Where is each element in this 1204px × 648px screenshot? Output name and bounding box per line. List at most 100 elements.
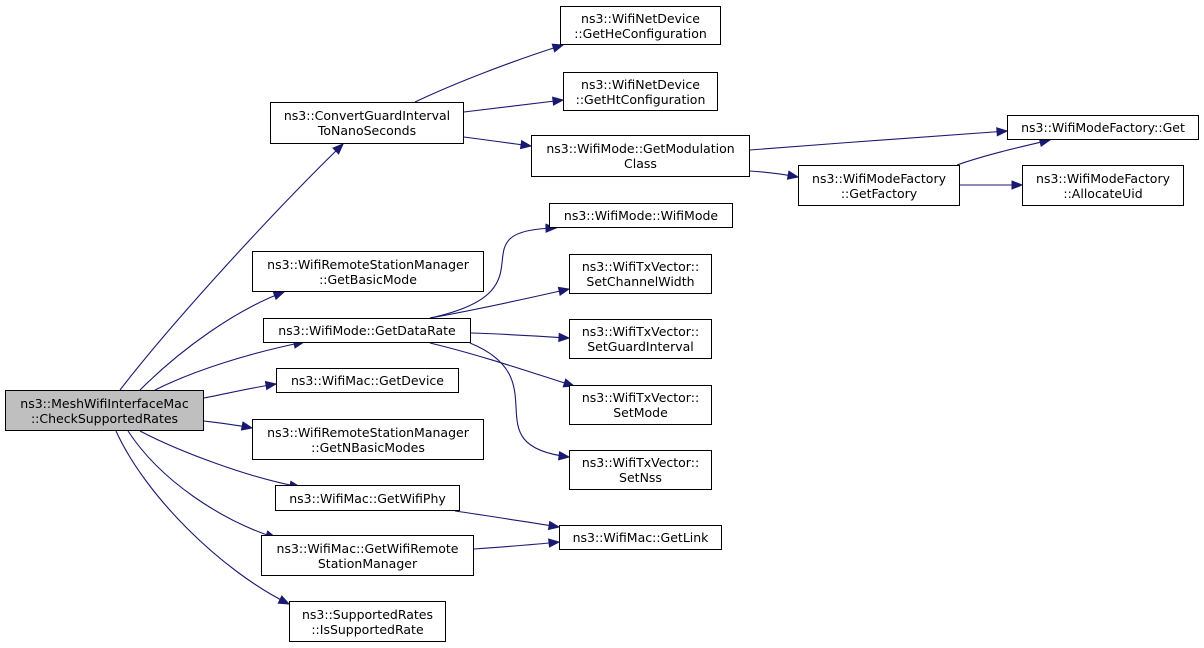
edge-root-to-get-n-basic-modes: [203, 420, 254, 431]
node-get-wifi-remote-station-manager[interactable]: ns3::WifiMac::GetWifiRemote StationManag…: [261, 535, 474, 576]
edge-line: [127, 430, 277, 539]
edge-arrowhead: [996, 127, 1009, 137]
edge-line: [154, 341, 305, 391]
edge-line: [454, 510, 560, 528]
node-label-line: ::AllocateUid: [1063, 185, 1143, 201]
node-label-line: ns3::ConvertGuardInterval: [283, 108, 451, 123]
edge-convert-guard-to-get-ht-config: [463, 96, 565, 113]
node-get-he-configuration[interactable]: ns3::WifiNetDevice ::GetHeConfiguration: [560, 6, 721, 45]
edge-get-factory-to-allocate-uid: [959, 180, 1024, 190]
node-label-line: ::CheckSupportedRates: [30, 410, 179, 426]
node-set-guard-interval[interactable]: ns3::WifiTxVector:: SetGuardInterval: [569, 319, 712, 359]
node-get-modulation-class[interactable]: ns3::WifiMode::GetModulation Class: [531, 135, 750, 177]
node-label-line: ns3::WifiModeFactory::Get: [1021, 120, 1185, 135]
edge-arrowhead: [332, 143, 344, 155]
node-label-line: ns3::WifiMode::WifiMode: [563, 208, 719, 223]
node-label-line: ns3::SupportedRates: [301, 606, 434, 622]
node-label-line: ::IsSupportedRate: [311, 621, 424, 637]
edge-line: [139, 430, 301, 488]
node-get-basic-mode[interactable]: ns3::WifiRemoteStationManager ::GetBasic…: [252, 251, 484, 292]
edge-arrowhead: [558, 451, 571, 461]
edge-line: [119, 143, 344, 391]
edge-line: [463, 99, 564, 113]
edge-arrowhead: [277, 595, 291, 605]
node-label-line: ns3::MeshWifiInterfaceMac: [20, 395, 189, 411]
edge-line: [469, 342, 570, 458]
edge-line: [115, 430, 290, 605]
edge-get-wifi-remote-sm-to-get-link: [473, 538, 561, 550]
node-set-channel-width[interactable]: ns3::WifiTxVector:: SetChannelWidth: [569, 254, 712, 294]
edge-get-data-rate-to-set-mode: [429, 342, 576, 388]
node-set-mode[interactable]: ns3::WifiTxVector:: SetMode: [569, 385, 712, 425]
edge-arrowhead: [552, 96, 565, 106]
edge-arrowhead: [519, 139, 533, 150]
node-get-ht-configuration[interactable]: ns3::WifiNetDevice ::GetHtConfiguration: [563, 72, 718, 111]
node-get-device[interactable]: ns3::WifiMac::GetDevice: [276, 368, 459, 393]
node-label-line: SetGuardInterval: [587, 339, 694, 354]
edge-line: [429, 288, 570, 319]
edge-line: [414, 44, 564, 103]
edge-line: [139, 291, 285, 391]
edge-root-to-get-basic-mode: [139, 291, 286, 391]
node-label-line: ns3::WifiMode::GetDataRate: [278, 323, 456, 338]
node-is-supported-rate[interactable]: ns3::SupportedRates ::IsSupportedRate: [289, 601, 446, 642]
edge-get-data-rate-to-set-nss: [469, 342, 571, 461]
node-label-line: ns3::WifiTxVector::: [581, 455, 700, 470]
edge-get-modulation-to-get-factory: [749, 170, 800, 180]
node-label-line: ns3::WifiNetDevice: [581, 76, 700, 92]
edge-line: [429, 342, 575, 387]
node-label-line: ns3::WifiModeFactory: [812, 170, 946, 186]
edge-get-modulation-to-factory-get: [749, 127, 1009, 151]
node-label-line: ns3::WifiMac::GetWifiPhy: [289, 490, 446, 506]
node-label-line: ns3::WifiNetDevice: [581, 10, 700, 26]
node-label-line: ns3::WifiMac::GetDevice: [290, 373, 444, 388]
edge-convert-guard-to-get-modulation: [463, 136, 533, 150]
node-label-line: ::GetBasicMode: [319, 271, 417, 287]
node-get-data-rate[interactable]: ns3::WifiMode::GetDataRate: [263, 318, 471, 343]
edge-arrowhead: [240, 421, 254, 431]
node-set-nss[interactable]: ns3::WifiTxVector:: SetNss: [569, 450, 712, 490]
node-label-line: ns3::WifiRemoteStationManager: [267, 424, 469, 440]
node-get-link[interactable]: ns3::WifiMac::GetLink: [559, 525, 722, 550]
edge-arrowhead: [264, 380, 278, 391]
node-label-line: ns3::WifiMode::GetModulation: [546, 141, 735, 156]
node-label-line: ToNanoSeconds: [317, 123, 417, 138]
node-convert-guard-interval[interactable]: ns3::ConvertGuardInterval ToNanoSeconds: [270, 102, 464, 144]
edge-arrowhead: [551, 43, 565, 53]
node-wifi-mode-factory-get[interactable]: ns3::WifiModeFactory::Get: [1007, 115, 1199, 140]
node-label-line: ns3::WifiModeFactory: [1036, 170, 1170, 186]
node-label-line: ns3::WifiTxVector::: [581, 390, 700, 405]
edge-root-to-is-supported-rate: [115, 430, 291, 605]
node-root-check-supported-rates[interactable]: ns3::MeshWifiInterfaceMac ::CheckSupport…: [5, 390, 204, 431]
node-label-line: ns3::WifiTxVector::: [581, 324, 700, 339]
edge-get-data-rate-to-set-guard-interval: [470, 332, 571, 343]
edge-arrowhead: [558, 332, 571, 343]
edge-arrowhead: [557, 286, 571, 296]
node-label-line: SetNss: [619, 470, 662, 485]
node-label-line: SetChannelWidth: [586, 274, 695, 289]
edge-arrowhead: [547, 520, 561, 531]
node-label-line: Class: [624, 156, 657, 171]
edge-arrowhead: [1011, 180, 1024, 190]
edge-line: [749, 130, 1008, 151]
node-label-line: ::GetNBasicModes: [311, 439, 425, 455]
node-label-line: ns3::WifiRemoteStationManager: [267, 256, 469, 272]
node-label-line: ns3::WifiMac::GetWifiRemote: [276, 540, 459, 556]
node-get-factory[interactable]: ns3::WifiModeFactory ::GetFactory: [798, 165, 960, 206]
node-wifi-mode-constructor[interactable]: ns3::WifiMode::WifiMode: [549, 203, 733, 228]
node-label-line: SetMode: [613, 405, 668, 420]
node-label-line: ::GetHeConfiguration: [574, 25, 707, 41]
edge-convert-guard-to-get-he-config: [414, 43, 565, 103]
node-label-line: ns3::WifiTxVector::: [581, 259, 700, 274]
node-label-line: ns3::WifiMac::GetLink: [572, 530, 709, 545]
edge-line: [429, 227, 557, 319]
node-label-line: StationManager: [317, 555, 418, 571]
node-allocate-uid[interactable]: ns3::WifiModeFactory ::AllocateUid: [1022, 165, 1184, 206]
edge-arrowhead: [548, 538, 561, 548]
edge-root-to-get-device: [203, 380, 278, 399]
node-get-wifi-phy[interactable]: ns3::WifiMac::GetWifiPhy: [275, 485, 460, 511]
node-label-line: ::GetHtConfiguration: [575, 91, 706, 107]
node-get-n-basic-modes[interactable]: ns3::WifiRemoteStationManager ::GetNBasi…: [252, 419, 484, 460]
